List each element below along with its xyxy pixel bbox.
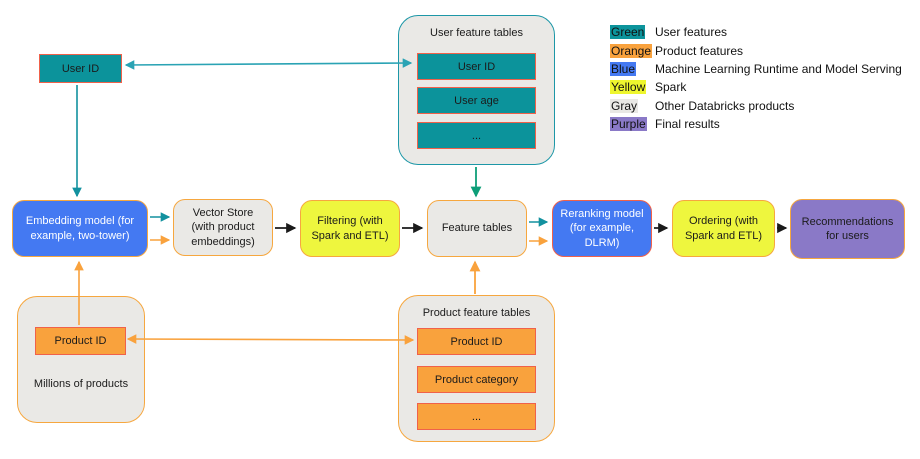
green-color-swatch: Green — [610, 25, 646, 40]
gray-color-swatch: Gray — [610, 98, 639, 113]
blue-color-swatch: Blue — [610, 61, 637, 76]
purple-color-swatch: Purple — [610, 117, 647, 132]
yellow-color-swatch: Yellow — [610, 80, 647, 95]
embedding-model-node: Embedding model (for example, two-tower) — [12, 200, 148, 257]
legend-desc-yellow: Spark — [655, 80, 687, 95]
arrow-userid-userfeatures — [124, 58, 413, 70]
arrow-productid-productfeatures — [126, 334, 415, 345]
user-id-input-box: User ID — [39, 54, 122, 83]
user-feature-tables-container: User feature tables User ID User age ... — [398, 15, 555, 165]
legend-item-blue: Blue Machine Learning Runtime and Model … — [610, 60, 902, 78]
legend-desc-orange: Product features — [655, 43, 744, 58]
legend-desc-purple: Final results — [655, 117, 720, 132]
product-feature-tables-container: Product feature tables Product ID Produc… — [398, 295, 555, 442]
legend-item-purple: Purple Final results — [610, 115, 902, 133]
product-category-feature-row: Product category — [417, 366, 536, 393]
legend-item-yellow: Yellow Spark — [610, 78, 902, 96]
product-feature-tables-title: Product feature tables — [422, 307, 531, 319]
user-id-feature-row: User ID — [417, 53, 536, 80]
orange-color-swatch: Orange — [610, 43, 653, 58]
legend-desc-green: User features — [655, 25, 728, 40]
reranking-model-node: Reranking model (for example, DLRM) — [552, 200, 652, 257]
millions-of-products-container: Product ID Millions of products — [17, 296, 145, 423]
legend-desc-blue: Machine Learning Runtime and Model Servi… — [655, 61, 902, 76]
legend-item-gray: Gray Other Databricks products — [610, 97, 902, 115]
legend: Green User features Orange Product featu… — [610, 23, 902, 133]
user-features-ellipsis-row: ... — [417, 122, 536, 149]
legend-item-orange: Orange Product features — [610, 41, 902, 59]
product-features-ellipsis-row: ... — [417, 403, 536, 430]
user-age-feature-row: User age — [417, 87, 536, 114]
recommendations-node: Recommendations for users — [790, 199, 905, 259]
vector-store-node: Vector Store (with product embeddings) — [173, 199, 273, 256]
user-feature-tables-title: User feature tables — [430, 27, 523, 39]
ordering-node: Ordering (with Spark and ETL) — [672, 200, 775, 257]
legend-item-green: Green User features — [610, 23, 902, 41]
millions-of-products-caption: Millions of products — [33, 378, 129, 390]
legend-desc-gray: Other Databricks products — [655, 98, 795, 113]
filtering-node: Filtering (with Spark and ETL) — [300, 200, 400, 257]
feature-tables-node: Feature tables — [427, 200, 527, 257]
product-id-box: Product ID — [35, 327, 126, 355]
product-id-feature-row: Product ID — [417, 328, 536, 355]
